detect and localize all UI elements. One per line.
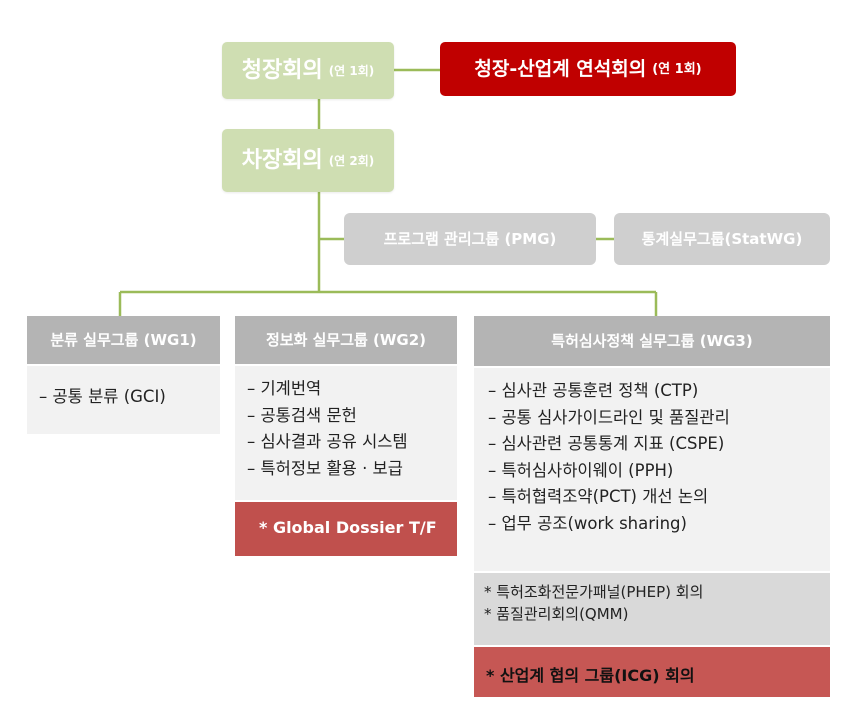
wg3-item-list: – 심사관 공통훈련 정책 (CTP) – 공통 심사가이드라인 및 품질관리 … xyxy=(488,378,830,537)
wg3-panel: – 심사관 공통훈련 정책 (CTP) – 공통 심사가이드라인 및 품질관리 … xyxy=(474,368,830,571)
list-item: – 업무 공조(work sharing) xyxy=(488,513,687,533)
pmg-label: 프로그램 관리그룹 (PMG) xyxy=(383,229,557,248)
commissioners-meeting-frequency: (연 1회) xyxy=(328,63,375,78)
list-item: – 공통검색 문헌 xyxy=(247,405,357,425)
phep-meeting-note: * 특허조화전문가패널(PHEP) 회의 xyxy=(484,583,704,601)
wg2-header: 정보화 실무그룹 (WG2) xyxy=(235,316,457,364)
pmg-box: 프로그램 관리그룹 (PMG) xyxy=(344,213,596,265)
statwg-label: 통계실무그룹(StatWG) xyxy=(641,229,803,248)
list-item: – 공통 분류 (GCI) xyxy=(39,387,166,406)
wg1-panel: – 공통 분류 (GCI) xyxy=(27,366,220,434)
wg1-header: 분류 실무그룹 (WG1) xyxy=(27,316,220,364)
commissioners-meeting-label: 청장회의 xyxy=(241,57,323,83)
list-item: – 특허협력조약(PCT) 개선 논의 xyxy=(488,487,709,506)
list-item: – 기계번역 xyxy=(247,379,322,398)
wg2-panel: – 기계번역 – 공통검색 문헌 – 심사결과 공유 시스템 – 특허정보 활용… xyxy=(235,366,457,500)
industry-joint-meeting-frequency: (연 1회) xyxy=(652,61,702,77)
industry-joint-meeting-box: 청장-산업계 연석회의 (연 1회) xyxy=(440,42,736,96)
wg1-header-label: 분류 실무그룹 (WG1) xyxy=(50,330,197,349)
deputies-meeting-frequency: (연 2회) xyxy=(328,153,375,168)
icg-meeting-label: * 산업계 협의 그룹(ICG) 회의 xyxy=(486,666,695,685)
list-item: – 특허정보 활용 · 보급 xyxy=(247,458,403,478)
wg1-item-list: – 공통 분류 (GCI) xyxy=(39,384,220,411)
wg3-header-label: 특허심사정책 실무그룹 (WG3) xyxy=(551,331,753,350)
deputies-meeting-box: 차장회의 (연 2회) xyxy=(222,129,394,192)
list-item: – 심사결과 공유 시스템 xyxy=(247,432,408,451)
list-item: – 심사관련 공통통계 지표 (CSPE) xyxy=(488,434,725,453)
icg-meeting-box: * 산업계 협의 그룹(ICG) 회의 xyxy=(474,647,830,697)
qmm-meeting-note: * 품질관리회의(QMM) xyxy=(484,605,629,623)
wg3-header: 특허심사정책 실무그룹 (WG3) xyxy=(474,316,830,366)
list-item: – 특허심사하이웨이 (PPH) xyxy=(488,460,674,480)
deputies-meeting-label: 차장회의 xyxy=(241,147,323,173)
wg2-item-list: – 기계번역 – 공통검색 문헌 – 심사결과 공유 시스템 – 특허정보 활용… xyxy=(247,376,457,482)
list-item: – 심사관 공통훈련 정책 (CTP) xyxy=(488,381,699,400)
global-dossier-taskforce-label: * Global Dossier T/F xyxy=(259,518,437,537)
list-item: – 공통 심사가이드라인 및 품질관리 xyxy=(488,407,730,427)
statwg-box: 통계실무그룹(StatWG) xyxy=(614,213,830,265)
wg3-meetings-note: * 특허조화전문가패널(PHEP) 회의 * 품질관리회의(QMM) xyxy=(474,573,830,645)
commissioners-meeting-box: 청장회의 (연 1회) xyxy=(222,42,394,99)
global-dossier-taskforce-box: * Global Dossier T/F xyxy=(235,502,457,556)
industry-joint-meeting-label: 청장-산업계 연석회의 xyxy=(474,57,647,80)
wg2-header-label: 정보화 실무그룹 (WG2) xyxy=(265,330,427,349)
